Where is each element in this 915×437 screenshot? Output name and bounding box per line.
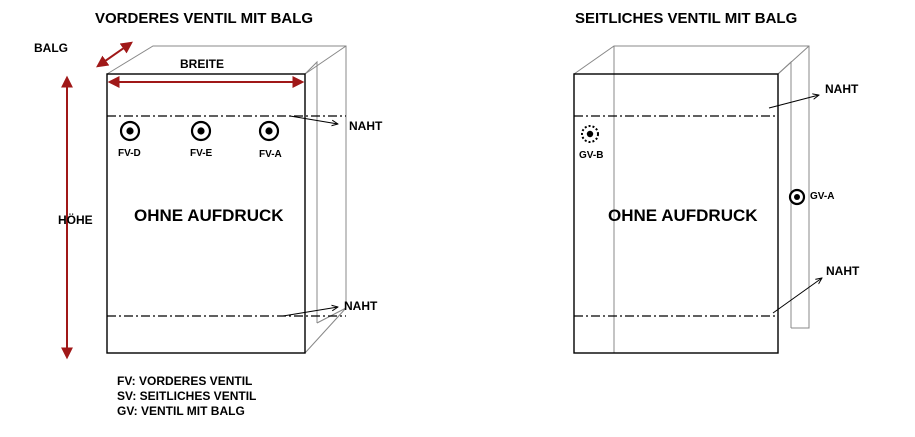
valve-fv-a-icon bbox=[258, 120, 280, 142]
right-bag-front-panel bbox=[573, 73, 779, 354]
right-naht-bottom-label: NAHT bbox=[826, 264, 860, 278]
valve-fv-e-label: FV-E bbox=[190, 148, 213, 159]
left-bag-gusset bbox=[106, 45, 347, 354]
right-naht-top-arrow bbox=[768, 95, 819, 109]
breite-label: BREITE bbox=[180, 57, 225, 71]
right-naht-top-label: NAHT bbox=[825, 82, 859, 96]
valve-gv-b-label: GV-B bbox=[579, 150, 604, 161]
left-diagram-title: VORDERES VENTIL MIT BALG bbox=[95, 10, 314, 27]
left-naht-bottom-label: NAHT bbox=[344, 299, 378, 313]
right-bag-gusset bbox=[573, 45, 810, 353]
valve-fv-e-icon bbox=[190, 120, 212, 142]
valve-gv-b-icon bbox=[581, 125, 599, 143]
valve-fv-a-label: FV-A bbox=[259, 149, 282, 160]
balg-label: BALG bbox=[34, 41, 68, 55]
abbreviation-legend: FV: VORDERES VENTIL SV: SEITLICHES VENTI… bbox=[117, 374, 256, 419]
valve-fv-d-label: FV-D bbox=[118, 148, 141, 159]
left-naht-top-label: NAHT bbox=[349, 119, 383, 133]
valve-fv-d-icon bbox=[119, 120, 141, 142]
legend-line-fv: FV: VORDERES VENTIL bbox=[117, 374, 253, 388]
left-naht-bottom-arrow bbox=[282, 307, 338, 317]
right-bag bbox=[573, 45, 822, 354]
valve-gv-a-icon bbox=[788, 188, 806, 206]
right-center-text: OHNE AUFDRUCK bbox=[608, 206, 758, 225]
valve-gv-a-label: GV-A bbox=[810, 191, 835, 202]
left-bag-front-panel bbox=[106, 73, 306, 354]
left-center-text: OHNE AUFDRUCK bbox=[134, 206, 284, 225]
right-naht-bottom-arrow bbox=[772, 278, 822, 314]
legend-line-gv: GV: VENTIL MIT BALG bbox=[117, 404, 245, 418]
left-naht-top-arrow bbox=[289, 115, 338, 124]
hoehe-label: HÖHE bbox=[58, 213, 93, 227]
left-bag bbox=[61, 41, 347, 360]
balg-dimension-arrow bbox=[96, 41, 133, 68]
right-diagram-title: SEITLICHES VENTIL MIT BALG bbox=[575, 10, 798, 27]
legend-line-sv: SV: SEITLICHES VENTIL bbox=[117, 389, 257, 403]
